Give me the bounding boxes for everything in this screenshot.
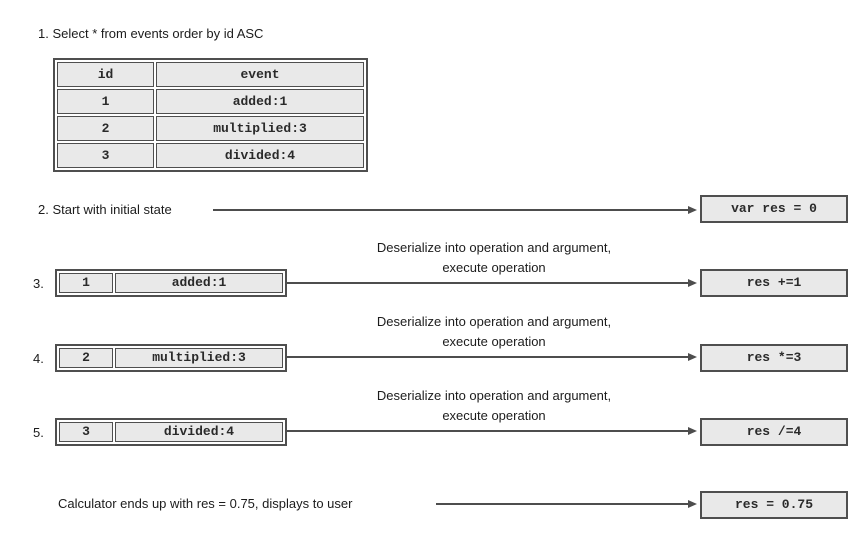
final-result-box: res = 0.75 xyxy=(700,491,848,519)
step4-event-name: multiplied:3 xyxy=(115,348,283,368)
step4-event-id: 2 xyxy=(59,348,113,368)
event-value-cell: divided:4 xyxy=(156,143,364,168)
events-table: id event 1 added:1 2 multiplied:3 3 divi… xyxy=(53,58,368,172)
final-arrowhead-icon xyxy=(688,500,697,508)
step3-result-box: res +=1 xyxy=(700,269,848,297)
step3-arrow-line xyxy=(287,282,688,284)
table-row: 3 divided:4 xyxy=(57,143,364,168)
event-value-cell: multiplied:3 xyxy=(156,116,364,141)
step5-event-name: divided:4 xyxy=(115,422,283,442)
step3-event-name: added:1 xyxy=(115,273,283,293)
step1-title: 1. Select * from events order by id ASC xyxy=(38,26,264,41)
step4-number: 4. xyxy=(33,351,44,366)
step3-arrowhead-icon xyxy=(688,279,697,287)
step5-arrowhead-icon xyxy=(688,427,697,435)
step3-event-box: 1 added:1 xyxy=(55,269,287,297)
deserialize-caption-line2: execute operation xyxy=(442,334,546,349)
event-id-cell: 3 xyxy=(57,143,154,168)
table-row: 1 added:1 xyxy=(57,89,364,114)
event-value-cell: added:1 xyxy=(156,89,364,114)
step2-label: 2. Start with initial state xyxy=(38,202,172,217)
deserialize-caption-line2: execute operation xyxy=(442,260,546,275)
step4-arrowhead-icon xyxy=(688,353,697,361)
step2-arrow-line xyxy=(213,209,688,211)
step5-arrow-line xyxy=(287,430,688,432)
deserialize-caption-1: Deserialize into operation and argument,… xyxy=(334,238,654,278)
event-id-cell: 1 xyxy=(57,89,154,114)
final-arrow-line xyxy=(436,503,688,505)
deserialize-caption-line1: Deserialize into operation and argument, xyxy=(376,314,612,329)
deserialize-caption-line2: execute operation xyxy=(442,408,546,423)
step4-arrow-line xyxy=(287,356,688,358)
events-table-header-row: id event xyxy=(57,62,364,87)
step5-result-box: res /=4 xyxy=(700,418,848,446)
step5-event-id: 3 xyxy=(59,422,113,442)
event-id-cell: 2 xyxy=(57,116,154,141)
deserialize-caption-line1: Deserialize into operation and argument, xyxy=(376,388,612,403)
step4-result-box: res *=3 xyxy=(700,344,848,372)
events-table-header-id: id xyxy=(57,62,154,87)
step2-result-box: var res = 0 xyxy=(700,195,848,223)
table-row: 2 multiplied:3 xyxy=(57,116,364,141)
final-label: Calculator ends up with res = 0.75, disp… xyxy=(58,496,353,511)
step3-number: 3. xyxy=(33,276,44,291)
deserialize-caption-line1: Deserialize into operation and argument, xyxy=(376,240,612,255)
step3-event-id: 1 xyxy=(59,273,113,293)
deserialize-caption-3: Deserialize into operation and argument,… xyxy=(334,386,654,426)
step2-arrowhead-icon xyxy=(688,206,697,214)
step4-event-box: 2 multiplied:3 xyxy=(55,344,287,372)
step5-number: 5. xyxy=(33,425,44,440)
deserialize-caption-2: Deserialize into operation and argument,… xyxy=(334,312,654,352)
step5-event-box: 3 divided:4 xyxy=(55,418,287,446)
events-table-header-event: event xyxy=(156,62,364,87)
